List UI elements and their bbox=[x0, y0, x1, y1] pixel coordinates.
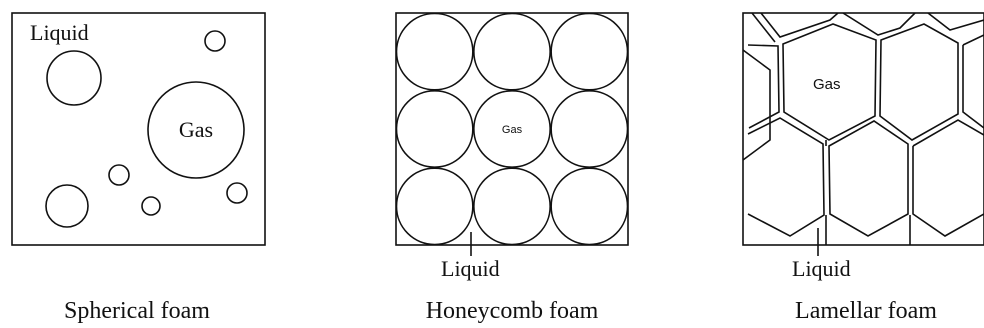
gas-bubble-large bbox=[147, 81, 245, 179]
lamellar-cells bbox=[743, 13, 984, 245]
honeycomb-bubble bbox=[473, 167, 551, 246]
honeycomb-liquid-label: Liquid bbox=[441, 256, 500, 281]
bubble bbox=[141, 196, 161, 216]
honeycomb-bubble bbox=[550, 12, 629, 91]
spherical-gas-label: Gas bbox=[179, 117, 213, 142]
honeycomb-bubble bbox=[550, 90, 629, 168]
honeycomb-bubble bbox=[395, 12, 474, 91]
bubble bbox=[108, 164, 130, 186]
lamellar-foam-box bbox=[742, 12, 984, 246]
spherical-foam-box bbox=[11, 12, 266, 246]
lamellar-liquid-label: Liquid bbox=[792, 256, 851, 281]
lamellar-gas-label: Gas bbox=[813, 76, 841, 93]
honeycomb-bubble bbox=[395, 90, 474, 168]
lamellar-foam-panel: Gas Liquid Lamellar foam bbox=[742, 12, 984, 324]
spherical-liquid-label: Liquid bbox=[30, 20, 89, 45]
bubble bbox=[45, 184, 89, 228]
honeycomb-foam-panel: Gas Liquid Honeycomb foam bbox=[395, 12, 629, 324]
honeycomb-bubble bbox=[550, 167, 629, 246]
bubble bbox=[226, 182, 248, 204]
honeycomb-bubble bbox=[473, 12, 551, 91]
bubble bbox=[46, 50, 102, 106]
lamellar-foam-caption: Lamellar foam bbox=[795, 298, 937, 324]
spherical-foam-panel: Liquid Gas Spherical foam bbox=[11, 12, 266, 324]
honeycomb-foam-caption: Honeycomb foam bbox=[426, 298, 599, 324]
honeycomb-gas-label: Gas bbox=[502, 124, 523, 136]
honeycomb-bubble bbox=[473, 90, 551, 168]
spherical-foam-caption: Spherical foam bbox=[64, 298, 210, 324]
honeycomb-bubble bbox=[395, 167, 474, 246]
bubble bbox=[204, 30, 226, 52]
